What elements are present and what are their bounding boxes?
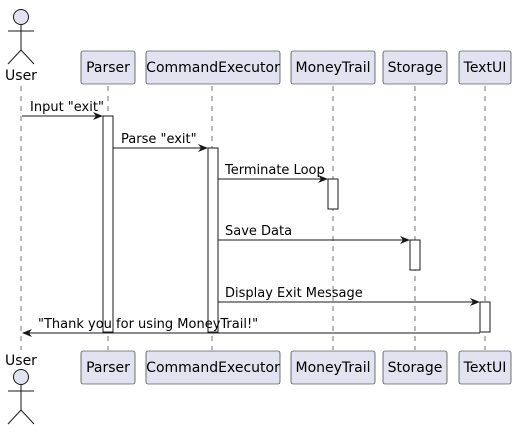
participant-text-ui-top: TextUI	[458, 50, 512, 85]
actor-user-top: User	[5, 9, 37, 84]
participant-command-executor-top: CommandExecutor	[145, 50, 281, 85]
actor-user-bottom: User	[5, 353, 37, 425]
actor-user-label-bottom: User	[5, 353, 37, 369]
stick-figure-icon	[7, 9, 35, 65]
activations	[102, 115, 491, 333]
stick-figure-icon	[7, 369, 35, 425]
message-label: Input "exit"	[30, 100, 104, 115]
participant-text-ui-bottom: TextUI	[458, 350, 512, 385]
participant-parser-label-bottom: Parser	[86, 360, 130, 376]
message-label: Display Exit Message	[225, 286, 363, 301]
actor-user-label-top: User	[5, 68, 37, 84]
participant-text-ui-label-bottom: TextUI	[463, 360, 507, 376]
message-display-exit: Display Exit Message	[218, 286, 480, 306]
participant-storage-label-top: Storage	[388, 60, 443, 76]
message-input-exit: Input "exit"	[22, 100, 104, 120]
participant-money-trail-bottom: MoneyTrail	[290, 350, 376, 385]
participant-money-trail-label-top: MoneyTrail	[295, 60, 370, 76]
message-label: "Thank you for using MoneyTrail!"	[38, 317, 258, 332]
message-label: Parse "exit"	[121, 132, 197, 147]
participant-money-trail-label-bottom: MoneyTrail	[295, 360, 370, 376]
message-thank-you: "Thank you for using MoneyTrail!"	[22, 317, 480, 337]
message-terminate-loop: Terminate Loop	[218, 163, 328, 183]
message-parse-exit: Parse "exit"	[113, 132, 208, 152]
lifelines	[20, 86, 486, 350]
participant-parser-bottom: Parser	[80, 350, 136, 385]
message-label: Terminate Loop	[224, 163, 325, 178]
participant-parser-top: Parser	[80, 50, 136, 85]
messages: Input "exit" Parse "exit" Terminate Loop…	[22, 100, 480, 337]
participant-header-top: Parser CommandExecutor MoneyTrail Storag…	[80, 50, 512, 85]
participant-storage-top: Storage	[382, 50, 448, 85]
participant-command-executor-label-top: CommandExecutor	[146, 60, 280, 76]
message-label: Save Data	[225, 224, 292, 239]
activation-parser	[102, 115, 114, 333]
activation-money-trail	[327, 178, 339, 210]
message-save-data: Save Data	[218, 224, 410, 244]
participant-command-executor-bottom: CommandExecutor	[145, 350, 281, 385]
activation-text-ui	[479, 301, 491, 333]
participant-storage-label-bottom: Storage	[388, 360, 443, 376]
participant-header-bottom: Parser CommandExecutor MoneyTrail Storag…	[80, 350, 512, 385]
participant-storage-bottom: Storage	[382, 350, 448, 385]
participant-money-trail-top: MoneyTrail	[290, 50, 376, 85]
participant-text-ui-label-top: TextUI	[463, 60, 507, 76]
participant-parser-label-top: Parser	[86, 60, 130, 76]
activation-storage	[409, 239, 421, 271]
participant-command-executor-label-bottom: CommandExecutor	[146, 360, 280, 376]
activation-command-executor	[207, 147, 219, 333]
